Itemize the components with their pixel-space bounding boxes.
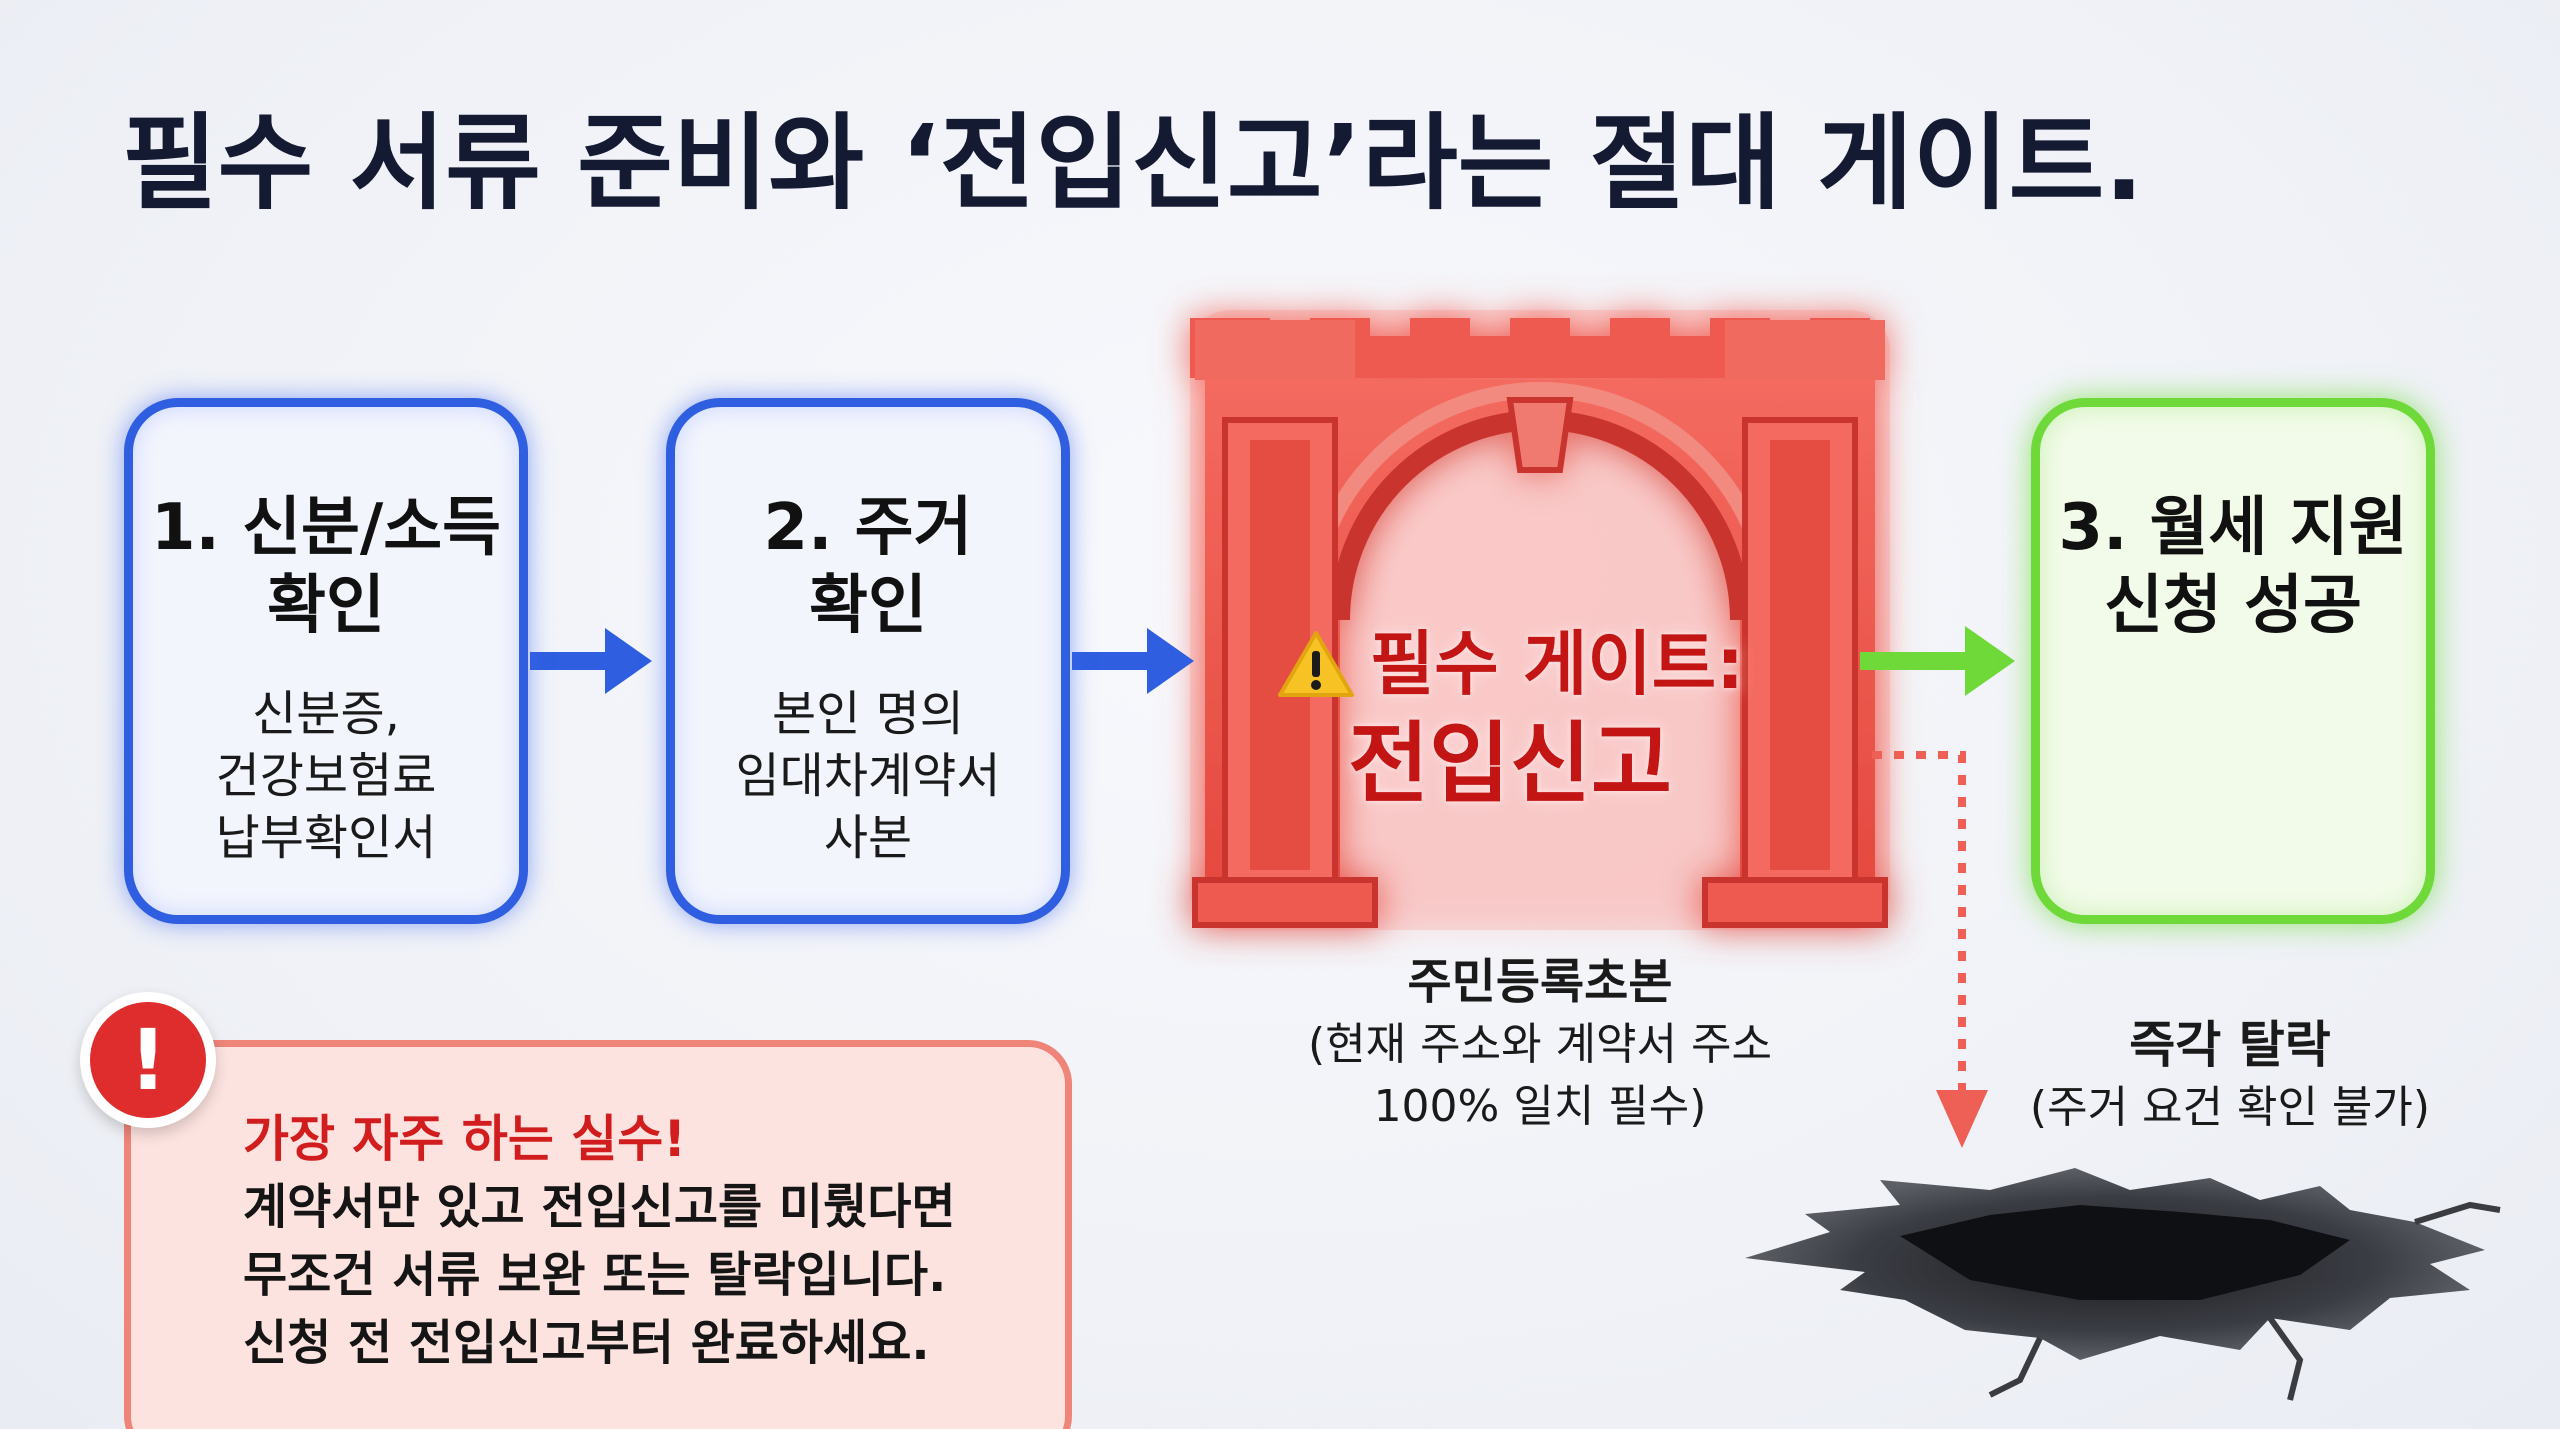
page-title: 필수 서류 준비와 ‘전입신고’라는 절대 게이트. [122, 102, 2144, 224]
fail-title: 즉각 탈락 [2129, 1016, 2331, 1074]
step-title: 확인 [267, 569, 385, 643]
mistake-line: 계약서만 있고 전입신고를 미뤘다면 [243, 1179, 956, 1235]
gate-label-line2: 전입신고 [1348, 712, 1672, 815]
step-detail: 본인 명의 [772, 686, 964, 742]
alert-icon: ! [80, 992, 216, 1128]
arrow-right-icon [1072, 628, 1194, 694]
step-card-housing: 2. 주거 확인 본인 명의 임대차계약서 사본 [666, 398, 1070, 924]
step-detail: 임대차계약서 [735, 748, 1001, 804]
step-card-identity-income: 1. 신분/소득 확인 신분증, 건강보험료 납부확인서 [124, 398, 528, 924]
fail-caption: 즉각 탈락 (주거 요건 확인 불가) [1990, 1012, 2470, 1138]
step-detail: 신분증, [252, 686, 400, 742]
arrow-right-icon [1860, 626, 2015, 696]
mistake-line: 무조건 서류 보완 또는 탈락입니다. [243, 1247, 947, 1303]
gate-label-line1: 필수 게이트: [1369, 623, 1745, 705]
gate-caption-line: 100% 일치 필수) [1373, 1081, 1707, 1132]
step-title: 2. 주거 [763, 491, 973, 565]
mistake-heading: 가장 자주 하는 실수! [243, 1110, 687, 1168]
gate-caption: 주민등록초본 (현재 주소와 계약서 주소 100% 일치 필수) [1280, 950, 1800, 1138]
step-title: 확인 [809, 569, 927, 643]
mistake-line: 신청 전 전입신고부터 완료하세요. [243, 1315, 930, 1371]
step-card-success: 3. 월세 지원 신청 성공 [2031, 398, 2435, 924]
mistake-callout: 가장 자주 하는 실수! 계약서만 있고 전입신고를 미뤘다면 무조건 서류 보… [124, 1040, 1072, 1429]
gate-label: 필수 게이트: 전입신고 [1200, 622, 1820, 816]
gate-caption-title: 주민등록초본 [1407, 954, 1673, 1010]
fail-subtitle: (주거 요건 확인 불가) [2029, 1082, 2431, 1133]
gate-arch-icon [1190, 310, 1890, 930]
warning-triangle-icon [1277, 631, 1354, 697]
step-detail: 납부확인서 [215, 810, 437, 866]
step-title: 3. 월세 지원 [2058, 491, 2408, 565]
step-title: 1. 신분/소득 [150, 491, 502, 565]
ground-crack-icon [1745, 1168, 2501, 1401]
dotted-arrow-down-icon [1872, 751, 1988, 1148]
step-detail: 건강보험료 [215, 748, 437, 804]
arrow-right-icon [530, 628, 652, 694]
step-detail: 사본 [823, 810, 913, 866]
gate-caption-line: (현재 주소와 계약서 주소 [1308, 1019, 1772, 1070]
step-title: 신청 성공 [2104, 569, 2362, 643]
